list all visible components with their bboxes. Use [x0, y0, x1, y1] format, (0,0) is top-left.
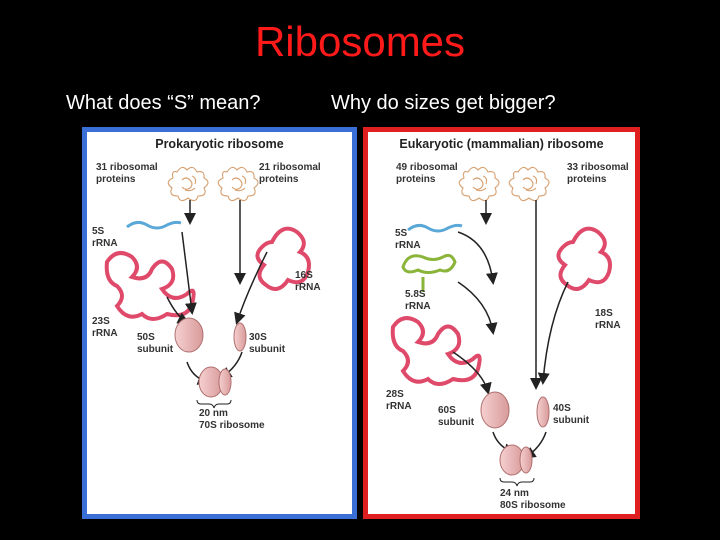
rrna-5s-shape — [407, 223, 463, 233]
prokaryotic-panel: Prokaryotic ribosome 31 ribosomal protei… — [82, 127, 357, 519]
large-subunit-proteins-cloud — [167, 166, 209, 202]
small-subunit-proteins-cloud — [217, 166, 259, 202]
large-subunit-shape — [174, 317, 204, 353]
prokaryotic-size: 20 nm — [199, 408, 228, 419]
eukaryotic-rrna-28s: 28S rRNA — [386, 389, 412, 412]
eukaryotic-rrna-5-8s: 5.8S rRNA — [405, 289, 431, 312]
rrna-23s-shape — [104, 251, 196, 321]
prokaryotic-rrna-5s: 5S rRNA — [92, 226, 118, 249]
eukaryotic-ribosome: 80S ribosome — [500, 500, 566, 511]
small-subunit-shape — [233, 322, 247, 352]
ribosome-small-shape — [519, 446, 533, 474]
eukaryotic-large-proteins: 49 ribosomal proteins — [396, 162, 458, 185]
eukaryotic-size: 24 nm — [500, 488, 529, 499]
prokaryotic-diagram — [104, 166, 311, 409]
small-subunit-shape — [536, 396, 550, 428]
rrna-5-8s-shape — [401, 253, 457, 292]
large-subunit-shape — [480, 391, 510, 429]
slide-title: Ribosomes — [254, 18, 466, 65]
ribosome-small-shape — [218, 368, 232, 396]
eukaryotic-small-subunit: 40S subunit — [553, 403, 590, 426]
eukaryotic-rrna-18s: 18S rRNA — [595, 308, 621, 331]
small-subunit-proteins-cloud — [508, 166, 550, 202]
rrna-5s-shape — [126, 220, 182, 230]
rrna-28s-shape — [390, 316, 482, 386]
eukaryotic-large-subunit: 60S subunit — [438, 405, 475, 428]
large-subunit-proteins-cloud — [458, 166, 500, 202]
prokaryotic-small-subunit: 30S subunit — [249, 332, 286, 355]
prokaryotic-large-subunit: 50S subunit — [137, 332, 174, 355]
question-right: Why do sizes get bigger? — [331, 92, 556, 114]
prokaryotic-ribosome: 70S ribosome — [199, 420, 265, 431]
prokaryotic-rrna-16s: 16S rRNA — [295, 270, 321, 293]
rrna-16s-shape — [255, 226, 311, 291]
eukaryotic-title: Eukaryotic (mammalian) ribosome — [399, 137, 604, 151]
eukaryotic-rrna-5s: 5S rRNA — [395, 228, 421, 251]
eukaryotic-diagram — [390, 166, 612, 487]
prokaryotic-large-proteins: 31 ribosomal proteins — [96, 162, 158, 185]
prokaryotic-small-proteins: 21 ribosomal proteins — [259, 162, 321, 185]
prokaryotic-title: Prokaryotic ribosome — [155, 137, 284, 151]
eukaryotic-small-proteins: 33 ribosomal proteins — [567, 162, 629, 185]
eukaryotic-panel: Eukaryotic (mammalian) ribosome 49 ribos… — [363, 127, 640, 519]
rrna-18s-shape — [556, 226, 612, 291]
question-left: What does “S” mean? — [66, 92, 261, 114]
prokaryotic-rrna-23s: 23S rRNA — [92, 316, 118, 339]
